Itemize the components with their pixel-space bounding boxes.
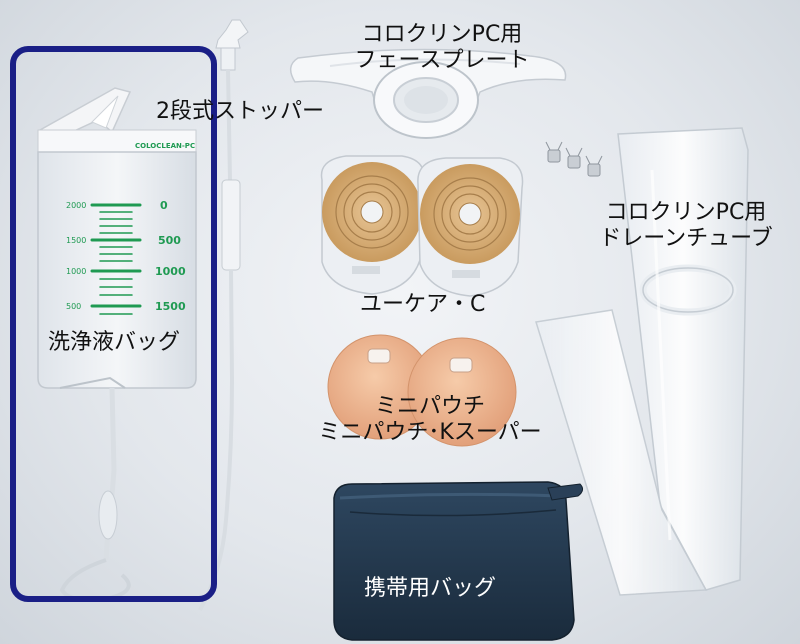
label-drain-tube-line2: ドレーンチューブ <box>599 226 773 251</box>
drain-tube <box>535 127 749 596</box>
bag-scale-right-1: 0 <box>160 199 168 212</box>
label-minipouch-line2: ミニパウチ･Kスーパー <box>318 420 542 445</box>
bag-scale-right-4: 1500 <box>155 300 186 313</box>
faceplate <box>289 48 567 139</box>
bag-scale-left-1: 2000 <box>66 201 86 210</box>
label-carry-bag: 携帯用バッグ <box>364 576 497 601</box>
label-minipouch: ミニパウチ ミニパウチ･Kスーパー <box>300 394 560 446</box>
bag-scale-right-3: 1000 <box>155 265 186 278</box>
label-drain-tube: コロクリンPC用 ドレーンチューブ <box>586 200 786 252</box>
bag-scale <box>90 203 142 315</box>
wash-bag-highlight-frame <box>10 46 217 602</box>
label-faceplate-line2: フェースプレート <box>354 48 530 73</box>
bag-brand-print: COLOCLEAN-PC <box>135 142 195 150</box>
label-faceplate-line1: コロクリンPC用 <box>361 22 523 47</box>
mini-pouches <box>327 334 517 447</box>
bag-scale-right-2: 500 <box>158 234 181 247</box>
label-ucare: ユーケア・C <box>360 292 486 317</box>
binder-clips <box>545 141 603 177</box>
bag-scale-left-4: 500 <box>66 302 81 311</box>
label-wash-bag: 洗浄液バッグ <box>48 330 181 355</box>
ucare-pouches <box>320 155 524 297</box>
wash-bag: COLOCLEAN-PC 2000 1500 1000 500 0 500 10… <box>37 87 197 602</box>
label-faceplate: コロクリンPC用 フェースプレート <box>322 22 562 74</box>
label-stopper: 2段式ストッパー <box>156 99 324 124</box>
label-minipouch-line1: ミニパウチ <box>374 394 485 419</box>
bag-scale-left-3: 1000 <box>66 267 86 276</box>
bag-scale-left-2: 1500 <box>66 236 86 245</box>
carry-bag <box>333 481 584 641</box>
label-drain-tube-line1: コロクリンPC用 <box>605 200 767 225</box>
